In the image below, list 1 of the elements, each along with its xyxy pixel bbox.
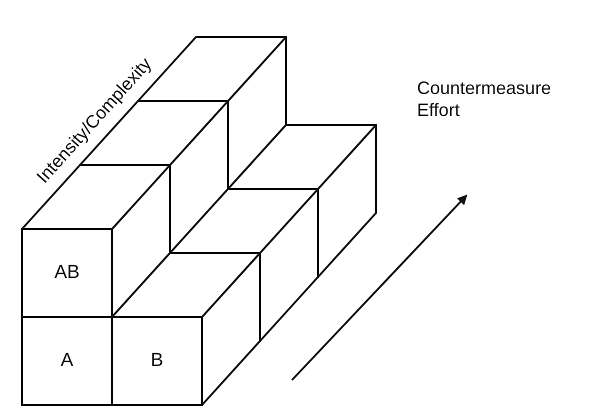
arrow-label: Countermeasure Effort [417, 78, 552, 122]
